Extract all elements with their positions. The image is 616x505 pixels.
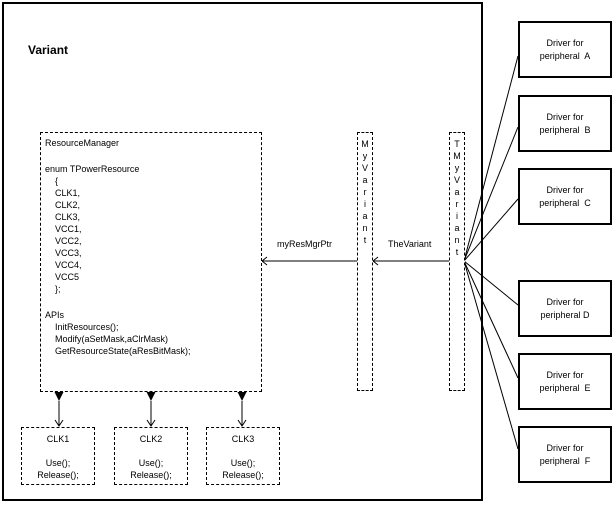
association-my-variant-to-resource-manager <box>261 256 358 266</box>
enum-value: CLK1, <box>55 188 81 198</box>
edge-label-res-mgr-ptr: myResMgrPtr <box>277 239 333 249</box>
driver-label-line2: peripheral D <box>540 309 590 320</box>
vertical-label-char: r <box>455 199 459 209</box>
clk-method-release: Release(); <box>222 470 264 480</box>
enum-value: VCC3, <box>55 248 82 258</box>
variant-container-border <box>2 2 483 501</box>
clk-name: CLK1 <box>46 434 70 444</box>
clk-method-use: Use(); <box>45 458 71 468</box>
enum-open-brace: { <box>55 176 59 186</box>
clk1-class[interactable]: CLK1 Use(); Release(); <box>21 427 95 485</box>
driver-connector-f <box>463 260 519 450</box>
apis-header: APIs <box>45 310 65 320</box>
vertical-label-char: t <box>363 235 367 245</box>
driver-e-box[interactable]: Driver for peripheral E <box>518 353 612 410</box>
driver-connector-e <box>463 260 519 379</box>
driver-connector-a <box>463 55 519 262</box>
driver-label-line1: Driver for <box>546 184 584 195</box>
driver-f-box[interactable]: Driver for peripheral F <box>518 426 612 483</box>
driver-label-line1: Driver for <box>546 111 584 122</box>
vertical-label-char: y <box>362 151 368 161</box>
vertical-label-char: t <box>455 247 459 257</box>
vertical-label-char: n <box>362 223 368 233</box>
driver-b-box[interactable]: Driver for peripheral B <box>518 95 612 152</box>
arrow-head <box>372 256 379 266</box>
enum-value: VCC1, <box>55 224 82 234</box>
driver-connector-b <box>463 126 519 262</box>
driver-connector-c <box>463 198 519 262</box>
driver-connectors <box>463 55 519 450</box>
resource-manager-class[interactable]: ResourceManager enum TPowerResource { CL… <box>40 132 262 392</box>
resource-manager-name: ResourceManager <box>45 138 120 148</box>
driver-label-line1: Driver for <box>546 296 584 307</box>
clk2-class[interactable]: CLK2 Use(); Release(); <box>114 427 188 485</box>
driver-label-line2: peripheral B <box>539 124 591 135</box>
clk-method-release: Release(); <box>130 470 172 480</box>
driver-label-line1: Driver for <box>546 442 584 453</box>
clk-name: CLK2 <box>139 434 163 444</box>
vertical-label-char: n <box>454 235 460 245</box>
driver-d-box[interactable]: Driver for peripheral D <box>518 280 612 337</box>
driver-label-line2: peripheral A <box>539 50 591 61</box>
driver-label-line2: peripheral C <box>539 197 591 208</box>
vertical-label-char: a <box>454 187 460 197</box>
vertical-label-char: a <box>362 175 368 185</box>
vertical-label-char: r <box>363 187 367 197</box>
clk-name: CLK3 <box>231 434 255 444</box>
enum-value: VCC4, <box>55 260 82 270</box>
arrow-head <box>237 419 247 427</box>
api-method: GetResourceState(aResBitMask); <box>55 346 191 356</box>
driver-label-line2: peripheral F <box>539 455 591 466</box>
enum-close-brace: }; <box>55 284 61 294</box>
vertical-label-char: a <box>454 223 460 233</box>
vertical-label-char: i <box>456 211 458 221</box>
clk-method-release: Release(); <box>37 470 79 480</box>
clk3-class[interactable]: CLK3 Use(); Release(); <box>206 427 280 485</box>
vertical-label-char: V <box>453 175 460 185</box>
vertical-label-char: a <box>362 211 368 221</box>
enum-value: CLK2, <box>55 200 81 210</box>
vertical-label-char: M <box>361 139 369 149</box>
edge-label-the-variant: TheVariant <box>388 239 432 249</box>
api-method: InitResources(); <box>55 322 119 332</box>
vertical-label-char: V <box>361 163 368 173</box>
arrow-head <box>261 256 268 266</box>
enum-value: VCC2, <box>55 236 82 246</box>
driver-label-line1: Driver for <box>546 37 584 48</box>
vertical-label-char: M <box>453 151 461 161</box>
association-t-my-variant-to-my-variant <box>372 256 450 266</box>
vertical-label-char: T <box>454 139 460 149</box>
driver-c-box[interactable]: Driver for peripheral C <box>518 168 612 225</box>
arrow-head <box>146 419 156 427</box>
vertical-label-char: i <box>364 199 366 209</box>
enum-header: enum TPowerResource <box>45 164 140 174</box>
driver-connector-d <box>463 260 519 306</box>
clk-method-use: Use(); <box>230 458 256 468</box>
vertical-label-char: y <box>454 163 460 173</box>
driver-a-box[interactable]: Driver for peripheral A <box>518 21 612 78</box>
arrow-head <box>54 419 64 427</box>
driver-label-line2: peripheral E <box>539 382 591 393</box>
enum-value: CLK3, <box>55 212 81 222</box>
variant-title: Variant <box>28 43 69 57</box>
enum-value: VCC5 <box>55 272 80 282</box>
driver-label-line1: Driver for <box>546 369 584 380</box>
api-method: Modify(aSetMask,aClrMask) <box>55 334 169 344</box>
clk-method-use: Use(); <box>138 458 164 468</box>
